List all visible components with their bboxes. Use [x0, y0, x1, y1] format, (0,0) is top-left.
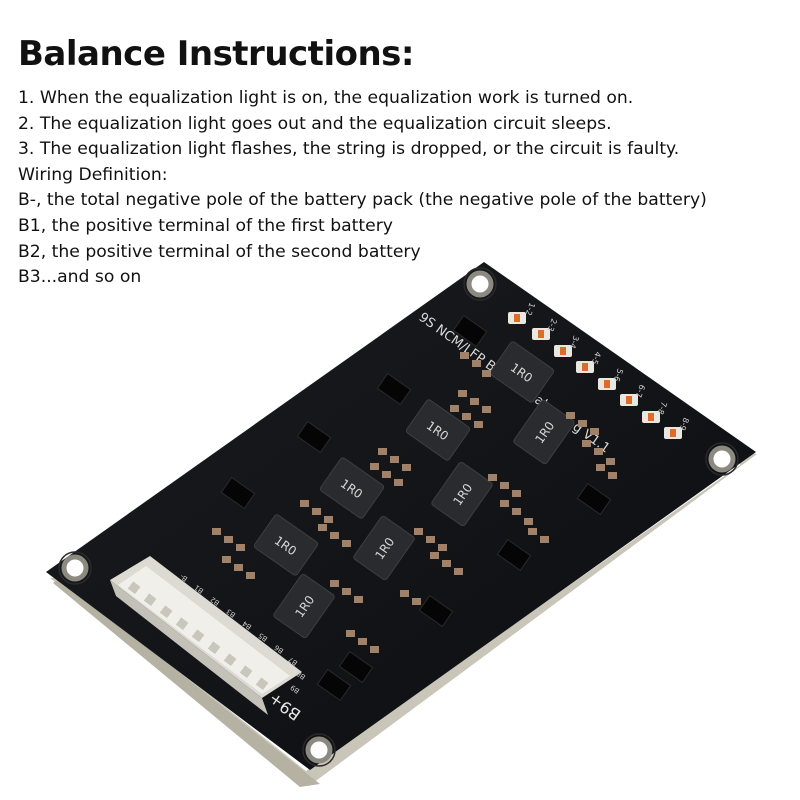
pin-labels: B- B1 B2 B3 B4 B5 B6 B7 B8 B9	[178, 572, 307, 695]
pin-label: B-	[178, 572, 189, 583]
inductors: 1R0 1R0 1R0 1R0 1R0 1R0 1R0 1R0	[253, 341, 575, 639]
wiring-b-minus: B-, the total negative pole of the batte…	[18, 190, 707, 211]
led-label: 7-8	[656, 400, 669, 415]
page-title: Balance Instructions:	[18, 34, 415, 74]
mounting-holes	[61, 270, 736, 764]
pin-label: B8	[295, 669, 307, 681]
pcb-board	[46, 262, 756, 770]
led-label: 2-3	[546, 317, 559, 332]
pin-label: B1	[193, 583, 205, 595]
led-indicators	[508, 312, 682, 439]
instruction-line-2: 2. The equalization light goes out and t…	[18, 113, 612, 134]
led-labels: 1-2 2-3 3-4 4-5 5-6 6-7 7-8 8-9	[524, 301, 691, 431]
led-label: 1-2	[524, 301, 537, 316]
instruction-line-3: 3. The equalization light flashes, the s…	[18, 139, 680, 160]
wiring-b2: B2, the positive terminal of the second …	[18, 241, 421, 262]
transistors	[220, 314, 612, 702]
pin-label: B2	[209, 595, 221, 607]
instruction-list: 1. When the equalization light is on, th…	[18, 86, 707, 291]
led-label: 8-9	[678, 416, 691, 431]
led-label: 5-6	[612, 367, 625, 382]
led-label: 3-4	[568, 334, 581, 349]
instruction-line-1: 1. When the equalization light is on, th…	[18, 88, 634, 108]
wiring-b3: B3...and so on	[18, 267, 142, 288]
pin-label: B5	[257, 631, 269, 643]
led-label: 6-7	[634, 383, 647, 398]
pin-label: B7	[287, 655, 299, 667]
pin-label: B3	[225, 607, 237, 619]
smd-components	[212, 352, 617, 653]
led-label: 4-5	[590, 350, 603, 365]
balance-connector	[110, 556, 302, 715]
wiring-b1: B1, the positive terminal of the first b…	[18, 215, 393, 236]
wiring-definition-heading: Wiring Definition:	[18, 164, 168, 185]
pin-label: B9	[289, 683, 301, 695]
